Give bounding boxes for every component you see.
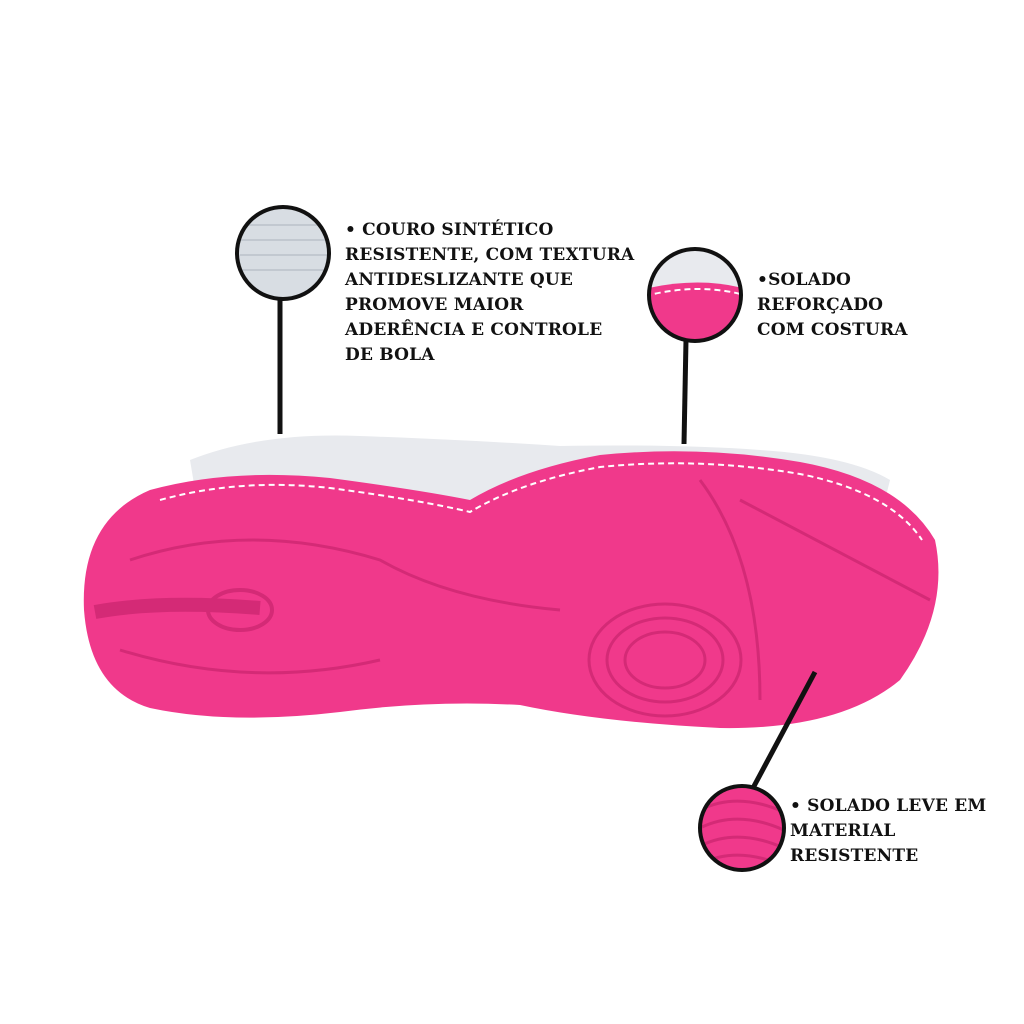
callout-line: MATERIAL	[790, 821, 896, 841]
detail-circle-upper	[235, 205, 331, 301]
callout-line: • COURO SINTÉTICO	[345, 220, 554, 240]
callout-line: REFORÇADO	[757, 295, 884, 315]
callout-line: • SOLADO LEVE EM	[790, 796, 987, 816]
detail-circle-stitching	[647, 247, 743, 343]
callout-line: DE BOLA	[345, 345, 435, 365]
callout-line: ANTIDESLIZANTE QUE	[345, 270, 574, 290]
callout-line: RESISTENTE	[790, 846, 919, 866]
callout-stitched-sole: •SOLADO REFORÇADO COM COSTURA	[757, 268, 908, 343]
leader-line-sole	[750, 670, 818, 790]
stitching	[159, 462, 923, 541]
callout-line: •SOLADO	[757, 270, 852, 290]
shoe-sole	[83, 451, 939, 729]
leader-line-stitching	[681, 339, 689, 445]
callout-line: PROMOVE MAIOR	[345, 295, 524, 315]
callout-line: COM COSTURA	[757, 320, 908, 340]
callout-line: ADERÊNCIA E CONTROLE	[345, 320, 603, 340]
callout-line: RESISTENTE, COM TEXTURA	[345, 245, 635, 265]
detail-circle-sole	[698, 784, 786, 872]
callout-light-sole: • SOLADO LEVE EM MATERIAL RESISTENTE	[790, 794, 986, 869]
callout-upper-material: • COURO SINTÉTICO RESISTENTE, COM TEXTUR…	[345, 218, 634, 368]
